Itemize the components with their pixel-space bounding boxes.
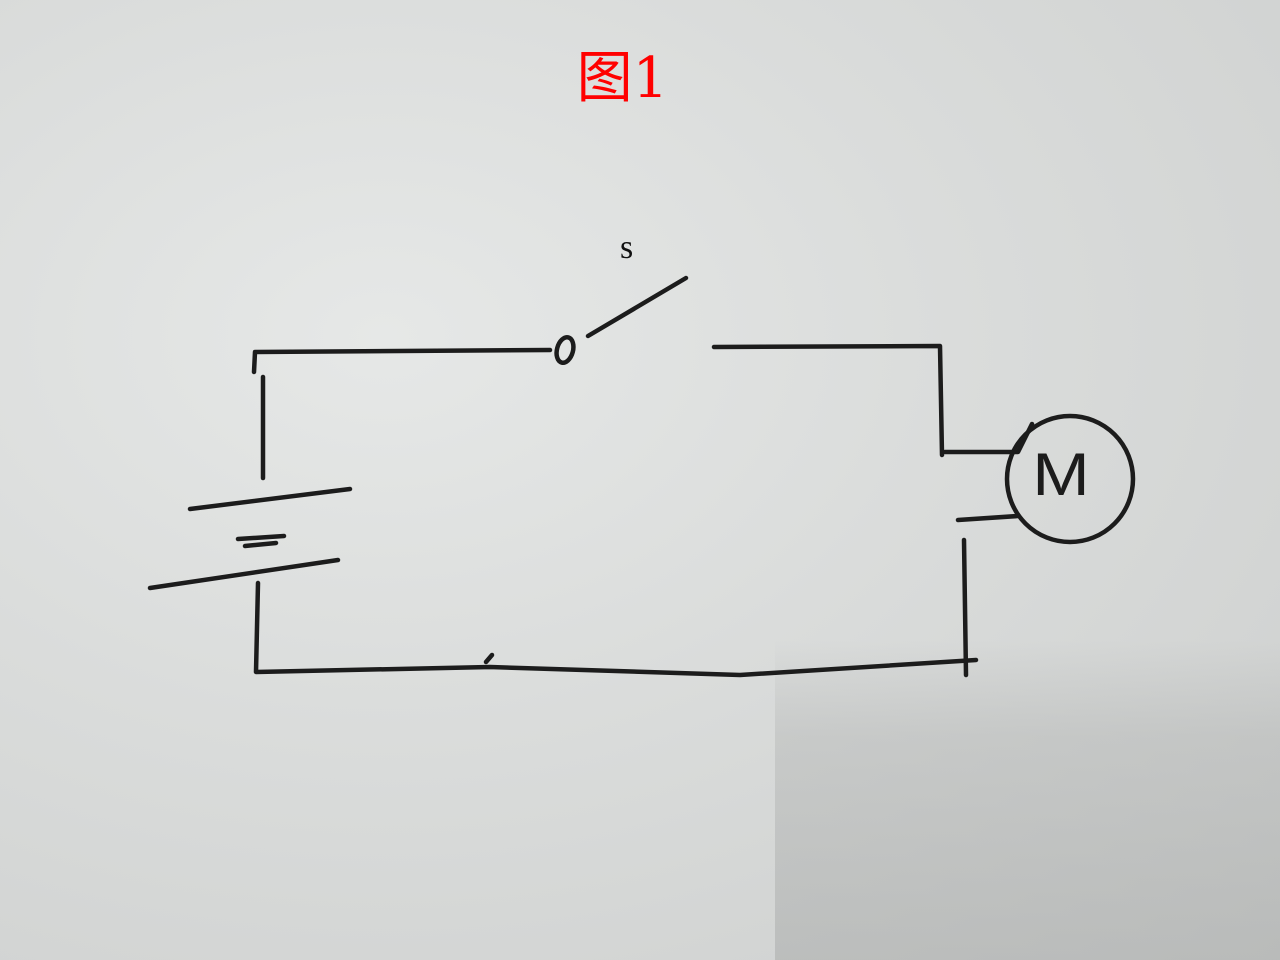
switch-contact xyxy=(554,335,576,365)
battery-plate-long-1 xyxy=(187,486,353,512)
battery-plate-short-1 xyxy=(235,533,287,542)
battery-plate-short-1b xyxy=(242,540,279,549)
wire-top-right xyxy=(711,343,945,458)
battery-plate-long-2 xyxy=(147,557,341,591)
switch-blade xyxy=(585,275,689,339)
motor-circle xyxy=(1004,413,1136,545)
wire-top-left xyxy=(251,347,553,375)
paper-shadow xyxy=(775,640,1280,960)
figure-title: 图1 xyxy=(576,46,669,111)
motor-lead-top xyxy=(942,421,1035,455)
wire-bottom-nick xyxy=(483,652,495,665)
motor-label: M xyxy=(1032,441,1090,508)
wire-bottom xyxy=(253,580,979,678)
motor-lead-bottom xyxy=(955,513,1021,523)
switch-label: s xyxy=(620,229,634,266)
wire-right xyxy=(961,537,969,678)
